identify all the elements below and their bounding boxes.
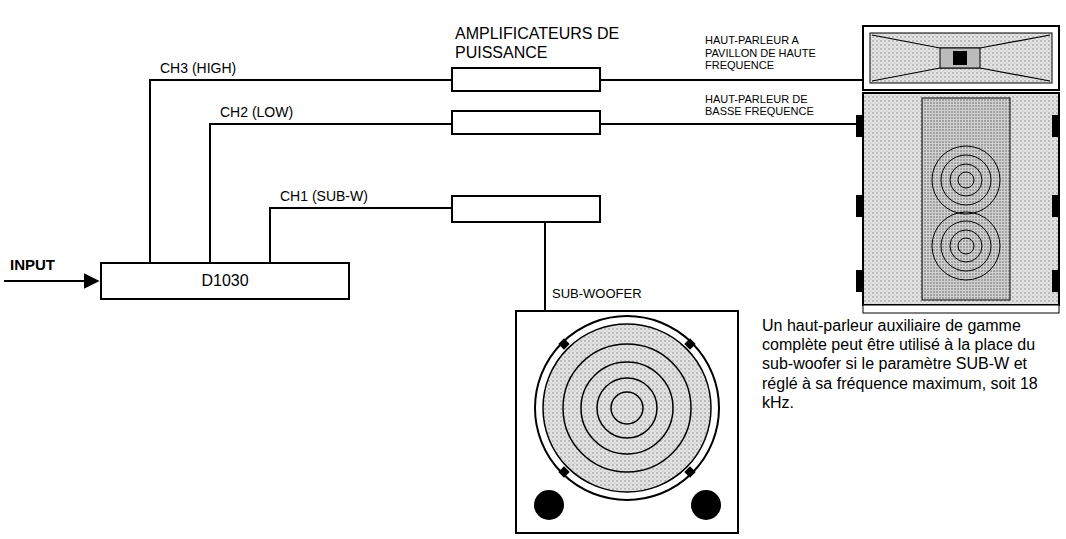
note-text: Un haut-parleur auxiliaire de gamme comp… [762,316,1052,412]
speaker-node: HAUT-PARLEUR DE BASSE FREQUENCE [863,93,1059,305]
box-label: D1030 [102,264,348,298]
amplifier-box [452,196,600,222]
amplifier-box [452,68,600,91]
processor-box: D1030 [100,262,350,300]
channel-label: CH1 (SUB-W) [278,188,370,204]
subwoofer-cabinet [516,311,738,533]
channel-label: CH2 (LOW) [218,104,295,120]
speaker-heading: HAUT-PARLEUR DE BASSE FREQUENCE [705,93,835,118]
horn-speaker [863,26,1059,90]
input-arrow [4,280,98,282]
signal-wire [210,124,863,262]
speaker-heading: HAUT-PARLEUR A PAVILLON DE HAUTE FREQUEN… [705,34,835,72]
low-speaker [856,93,1059,313]
amplifier-box [452,111,600,134]
speaker-node: HAUT-PARLEUR A PAVILLON DE HAUTE FREQUEN… [863,26,1059,90]
input-label: INPUT [10,256,55,273]
group-heading: AMPLIFICATEURS DE PUISSANCE [455,24,655,62]
signal-wire [150,80,863,262]
speaker-heading: SUB-WOOFER [552,287,672,302]
speaker-node: SUB-WOOFER [516,311,738,533]
channel-label: CH3 (HIGH) [158,60,238,76]
